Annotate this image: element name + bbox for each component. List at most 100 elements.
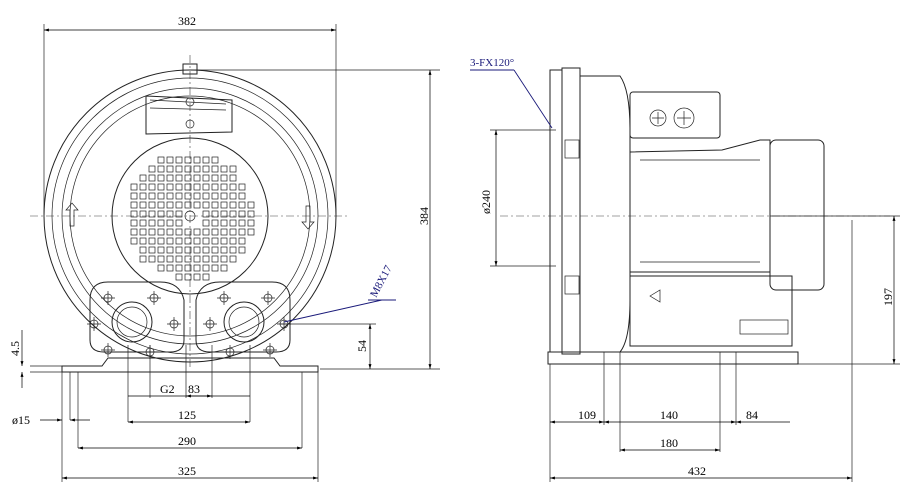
vent-slot — [220, 246, 228, 254]
vent-slot — [175, 219, 183, 227]
vent-slot — [130, 210, 138, 218]
vent-slot — [175, 156, 183, 164]
dim-overall-height: 384 — [417, 207, 431, 225]
vent-slot — [148, 183, 156, 191]
vent-grid — [130, 156, 255, 281]
vent-slot — [211, 156, 219, 164]
vent-slot — [130, 228, 138, 236]
vent-slot — [148, 192, 156, 200]
vent-slot — [166, 201, 174, 209]
vent-slot — [229, 174, 237, 182]
vent-slot — [220, 219, 228, 227]
vent-slot — [166, 183, 174, 191]
vent-slot — [193, 228, 201, 236]
vent-slot — [202, 219, 210, 227]
vent-slot — [220, 210, 228, 218]
vent-slot — [238, 210, 246, 218]
vent-slot — [238, 192, 246, 200]
vent-slot — [175, 210, 183, 218]
vent-slot — [211, 210, 219, 218]
vent-slot — [193, 273, 201, 281]
vent-slot — [202, 201, 210, 209]
vent-slot — [229, 219, 237, 227]
dim-foot-hole-dia: ø15 — [12, 413, 30, 427]
vent-slot — [148, 246, 156, 254]
vent-slot — [139, 192, 147, 200]
bolt-hole-crosshair — [203, 317, 217, 331]
vent-slot — [157, 228, 165, 236]
vent-slot — [130, 219, 138, 227]
vent-slot — [229, 165, 237, 173]
vent-slot — [202, 264, 210, 272]
vent-slot — [139, 228, 147, 236]
vent-slot — [211, 228, 219, 236]
vent-slot — [193, 174, 201, 182]
vent-slot — [157, 210, 165, 218]
vent-slot — [139, 219, 147, 227]
vent-slot — [157, 201, 165, 209]
vent-slot — [238, 201, 246, 209]
bolt-hole-crosshair — [263, 343, 277, 357]
vent-slot — [220, 255, 228, 263]
vent-slot — [139, 246, 147, 254]
vent-slot — [139, 183, 147, 191]
vent-slot — [211, 255, 219, 263]
dim-flange-bolts: 3-FX120° — [470, 57, 514, 69]
dim-overall-width: 382 — [178, 14, 196, 28]
vent-slot — [148, 201, 156, 209]
bolt-hole-crosshair — [261, 291, 275, 305]
vent-slot — [130, 201, 138, 209]
vent-slot — [148, 219, 156, 227]
front-view: 382 384 54 4.5 ø15 G2 83 125 290 325 M8X… — [8, 14, 440, 482]
vent-slot — [229, 183, 237, 191]
vent-slot — [220, 237, 228, 245]
vent-slot — [166, 156, 174, 164]
vent-slot — [193, 192, 201, 200]
vent-slot — [229, 255, 237, 263]
vent-slot — [184, 273, 192, 281]
vent-slot — [184, 264, 192, 272]
dim-front-offset: 109 — [578, 408, 596, 422]
vent-slot — [139, 255, 147, 263]
vent-slot — [166, 174, 174, 182]
vent-slot — [238, 228, 246, 236]
vent-slot — [211, 174, 219, 182]
vent-slot — [175, 237, 183, 245]
vent-slot — [184, 165, 192, 173]
vent-slot — [148, 165, 156, 173]
dim-base-width: 325 — [178, 464, 196, 478]
dim-outlet-height: 54 — [355, 340, 369, 352]
vent-slot — [202, 174, 210, 182]
bolt-hole-crosshair — [167, 317, 181, 331]
vent-slot — [211, 264, 219, 272]
vent-slot — [247, 201, 255, 209]
vent-slot — [220, 228, 228, 236]
vent-slot — [157, 156, 165, 164]
vent-slot — [184, 228, 192, 236]
dim-port-thread: G2 — [160, 382, 175, 396]
vent-slot — [184, 174, 192, 182]
vent-slot — [202, 255, 210, 263]
vent-slot — [238, 246, 246, 254]
vent-slot — [238, 183, 246, 191]
vent-slot — [202, 237, 210, 245]
vent-slot — [175, 273, 183, 281]
vent-slot — [202, 210, 210, 218]
vent-slot — [175, 264, 183, 272]
vent-slot — [157, 255, 165, 263]
bolt-hole-crosshair — [87, 317, 101, 331]
vent-slot — [202, 165, 210, 173]
vent-slot — [166, 165, 174, 173]
vent-slot — [175, 228, 183, 236]
vent-slot — [166, 210, 174, 218]
vent-slot — [247, 210, 255, 218]
vent-slot — [211, 246, 219, 254]
vent-slot — [211, 165, 219, 173]
vent-slot — [220, 174, 228, 182]
dim-foot-span-b: 180 — [660, 436, 678, 450]
side-view: 3-FX120° ø240 197 109 140 84 180 432 — [470, 57, 900, 482]
vent-slot — [139, 210, 147, 218]
vent-slot — [193, 246, 201, 254]
vent-slot — [202, 246, 210, 254]
